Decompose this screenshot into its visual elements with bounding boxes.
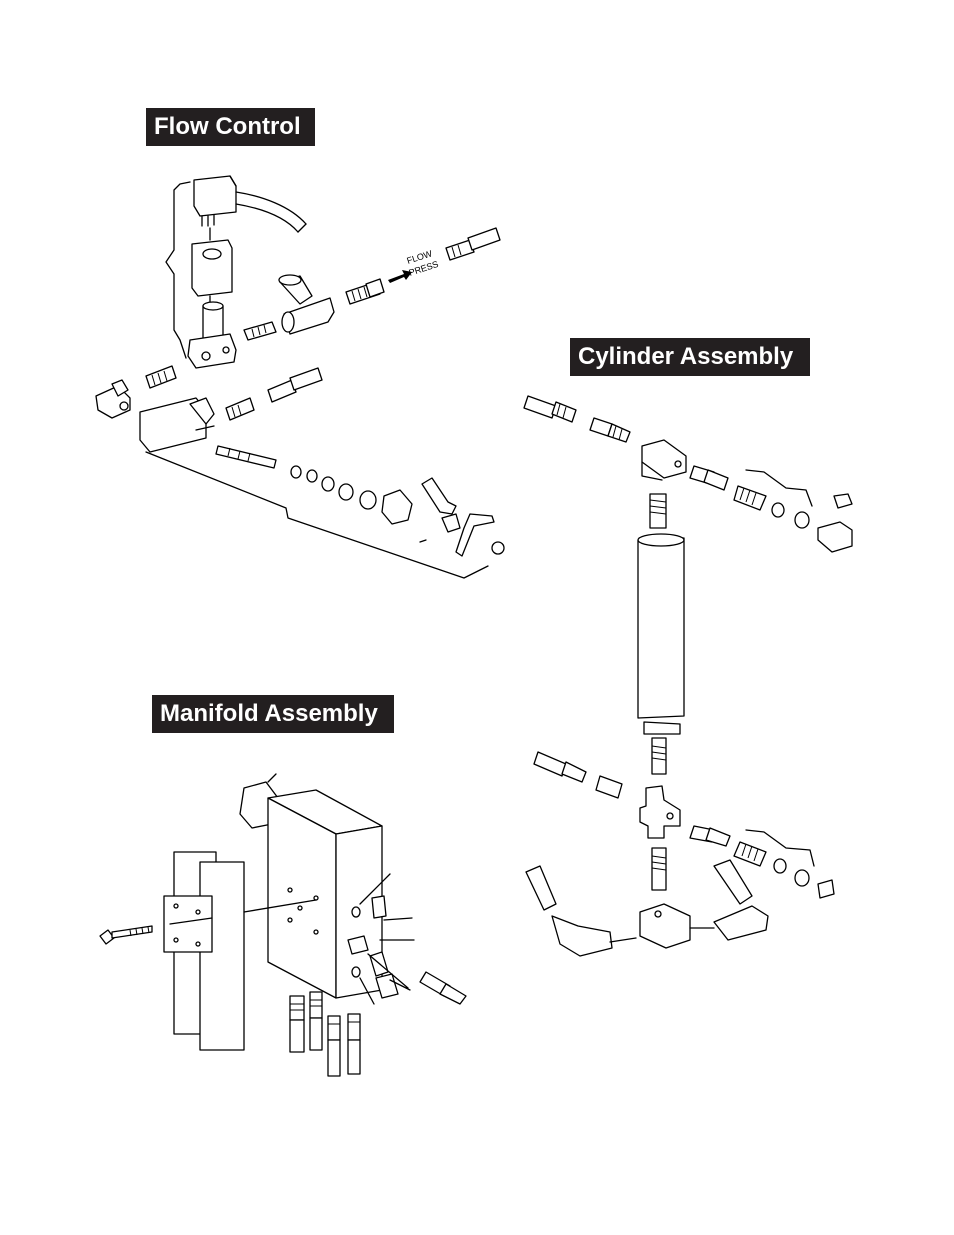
compression-fitting [346, 279, 384, 304]
mounting-screw [100, 926, 152, 944]
manifold-block [268, 790, 390, 998]
cylinder-nipple-bottom [652, 738, 666, 774]
top-right-fittings [690, 466, 852, 552]
needle-valve-body [140, 398, 214, 452]
bottom-left-elbow [526, 866, 636, 956]
cylinder-assembly-diagram [524, 396, 852, 956]
nipple-fitting-3 [226, 368, 322, 420]
solenoid-valve [188, 302, 236, 368]
cylinder-nipple-top [650, 494, 666, 528]
needle-stem [216, 446, 276, 468]
mid-right-fittings [690, 826, 834, 898]
inlet-tube [446, 228, 500, 260]
manifold-bottom-tubes [290, 992, 360, 1076]
flow-control-diagram: FLOW PRESS [96, 176, 504, 578]
packing-nut [382, 490, 412, 524]
elbow-fitting [96, 380, 130, 418]
bottom-right-elbow [690, 860, 768, 940]
cylinder-fitting-top [590, 418, 630, 442]
valve-handle [420, 478, 504, 556]
cross-nipple-bottom [652, 848, 666, 890]
gas-cylinder [638, 534, 684, 734]
cylinder-mid-left-tube [534, 752, 622, 798]
cylinder-inlet-tube [524, 396, 576, 422]
manifold-assembly-diagram [100, 774, 466, 1076]
cross-fitting [640, 786, 680, 838]
bottom-tee [640, 904, 690, 948]
nipple-fitting-2 [146, 366, 176, 388]
washers-and-seals [291, 466, 376, 509]
y-strainer [279, 275, 334, 334]
solenoid-coil [192, 240, 232, 304]
nipple-fitting [244, 322, 276, 340]
top-tee [642, 440, 686, 480]
solenoid-connector [194, 176, 306, 240]
